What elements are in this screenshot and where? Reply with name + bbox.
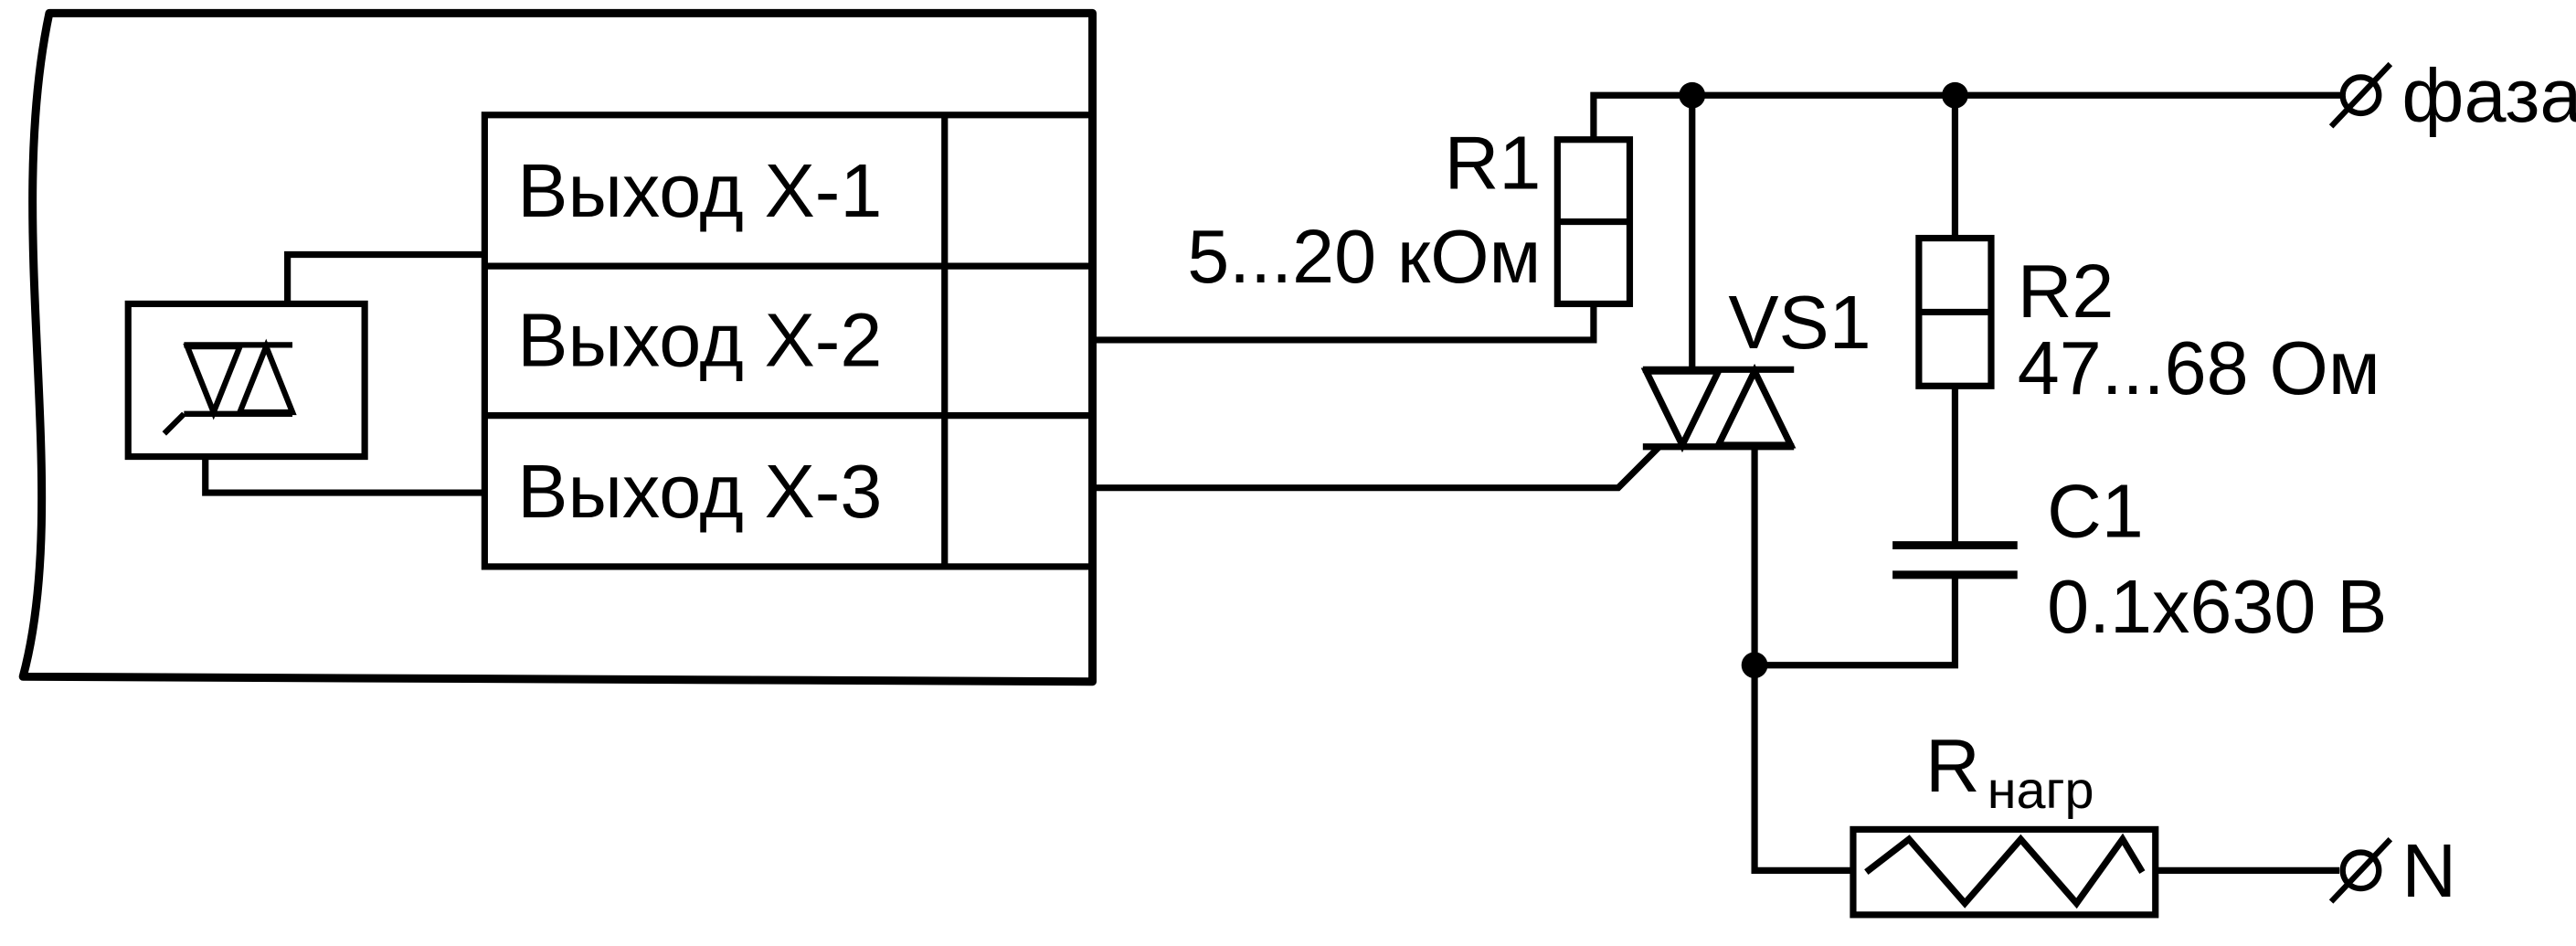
output-label-x2: Выход Х-2 — [517, 298, 882, 383]
output-label-x1: Выход Х-1 — [517, 148, 882, 233]
triac-vs1-symbol — [1640, 363, 1797, 453]
wire-c1-to-node — [1754, 574, 1959, 669]
r2-name-label: R2 — [2018, 249, 2115, 334]
c1-value-label: 0.1x630 В — [2047, 564, 2387, 649]
rload-name-main: R — [1925, 723, 1980, 808]
output-label-x3: Выход Х-3 — [517, 449, 882, 534]
r1-name-label: R1 — [1445, 121, 1542, 206]
external-wires — [1092, 91, 2341, 874]
resistor-r2-symbol — [1915, 234, 1995, 389]
capacitor-c1-symbol — [1892, 541, 2018, 579]
resistor-r1-symbol — [1553, 136, 1634, 308]
rload-name-subscript: нагр — [1988, 761, 2094, 820]
neutral-terminal-icon — [2328, 837, 2393, 904]
r2-value-label: 47...68 Ом — [2018, 325, 2380, 410]
optotriac-box — [124, 300, 368, 461]
phase-terminal-label: фаза — [2401, 53, 2576, 138]
internal-wires — [202, 250, 485, 496]
junction-dot — [1679, 81, 1706, 109]
phase-terminal-icon — [2328, 61, 2393, 129]
optotriac-symbol — [124, 300, 368, 461]
wire-x2-to-r1 — [1092, 303, 1597, 344]
c1-name-label: C1 — [2047, 469, 2144, 554]
vs1-name-label: VS1 — [1728, 280, 1871, 365]
device-outline — [18, 8, 1097, 686]
r1-value-label: 5...20 кОм — [1187, 214, 1541, 299]
wire-gate — [1092, 444, 1662, 492]
junction-dot — [1942, 81, 1968, 109]
neutral-terminal-label: N — [2401, 828, 2456, 913]
load-resistor-symbol — [1850, 825, 2159, 919]
wire-phase-line — [1590, 91, 2341, 140]
junction-dots — [1679, 81, 1968, 679]
rload-name-label: R нагр — [1925, 723, 2094, 820]
junction-dot — [1741, 652, 1768, 679]
wire-triac-to-load — [1751, 446, 1853, 874]
